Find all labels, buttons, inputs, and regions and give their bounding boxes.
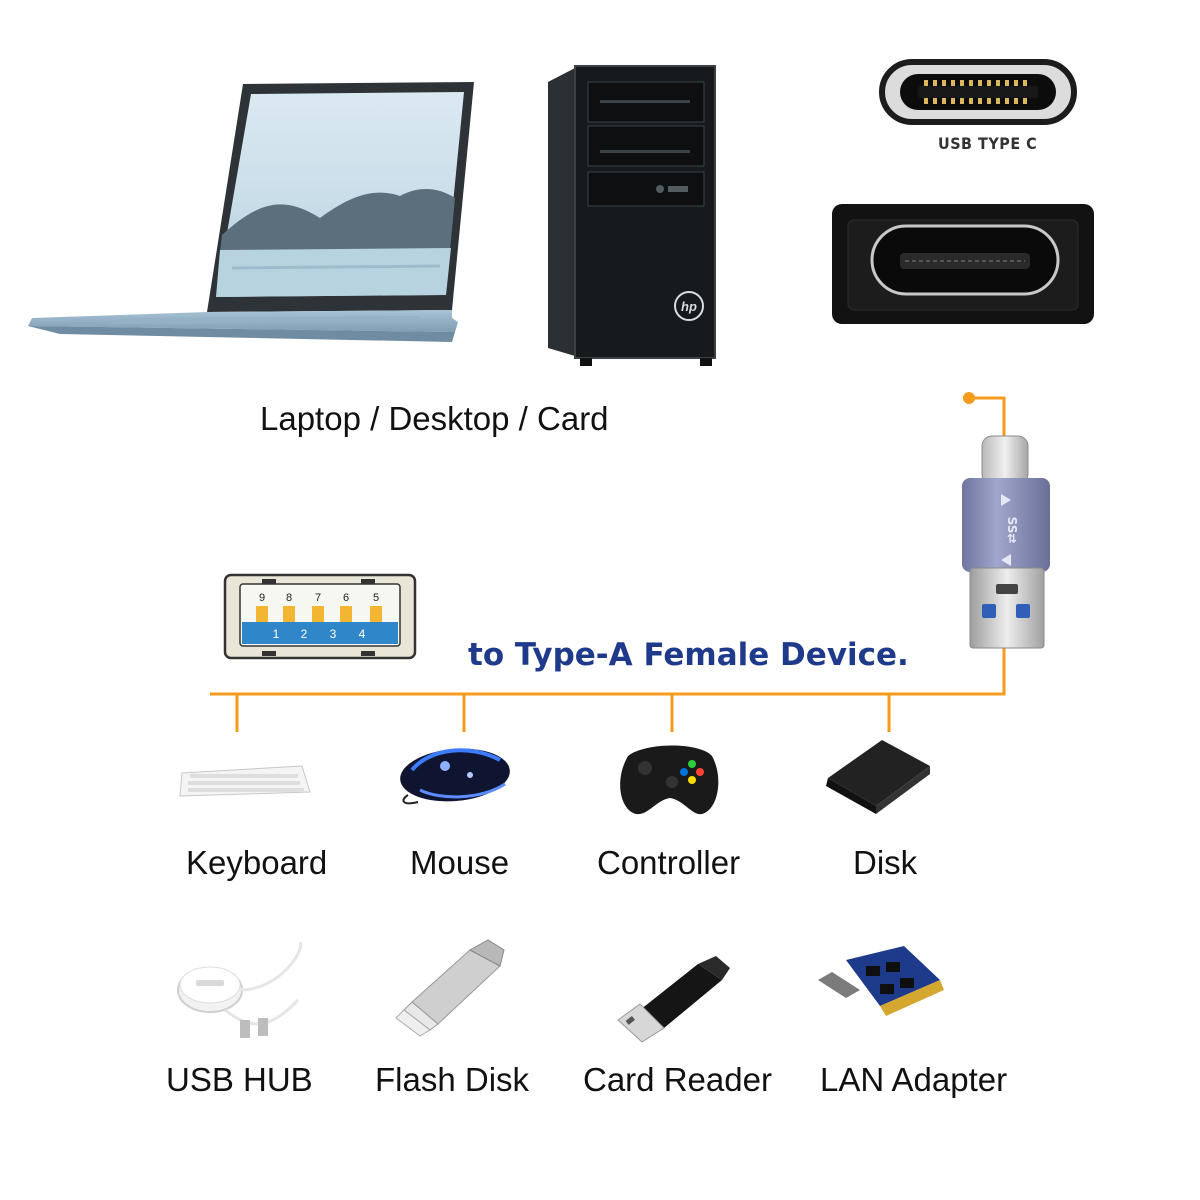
usb-type-c-label: USB TYPE C [938,134,1038,153]
device-label-flash-disk: Flash Disk [375,1061,530,1098]
hosts-label: Laptop / Desktop / Card [260,400,609,437]
pin-label: 4 [359,627,366,641]
device-label-mouse: Mouse [410,844,510,881]
headline: to Type-A Female Device. [468,637,909,673]
device-label-keyboard: Keyboard [186,844,328,881]
pin-label: 1 [273,627,280,641]
device-label-controller: Controller [597,844,741,881]
device-label-usb-hub: USB HUB [166,1061,313,1098]
pin-label: 9 [259,592,265,604]
pin-label: 6 [343,592,349,604]
pin-label: 2 [301,627,308,641]
pin-label: 7 [315,592,321,604]
pin-label: 5 [373,592,379,604]
svg-text:SS⇄: SS⇄ [1005,517,1019,544]
device-label-card-reader: Card Reader [583,1061,772,1098]
pin-label: 8 [286,592,292,604]
pin-label: 3 [330,627,337,641]
hp-logo: hp [681,299,697,314]
device-label-disk: Disk [853,844,918,881]
device-label-lan-adapter: LAN Adapter [820,1061,1008,1098]
